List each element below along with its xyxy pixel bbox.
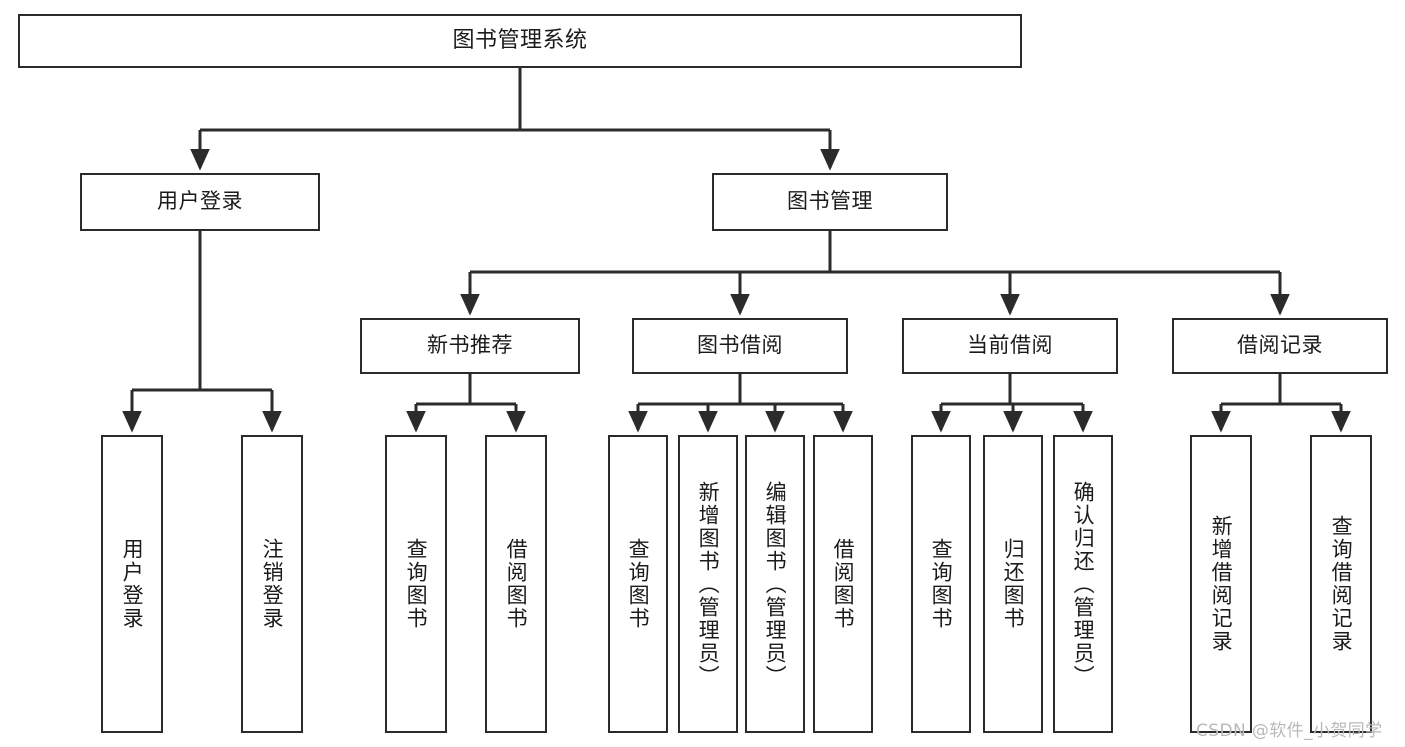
node-leaf-user-login-label: 用户登录 [120, 538, 145, 630]
node-leaf-query-book-1-label: 查询图书 [404, 538, 429, 630]
node-leaf-return-book[interactable]: 归还图书 [983, 435, 1043, 733]
node-leaf-borrow-book-2[interactable]: 借阅图书 [813, 435, 873, 733]
node-leaf-query-book-2-label: 查询图书 [626, 538, 651, 630]
node-leaf-return-book-label: 归还图书 [1001, 538, 1026, 630]
node-leaf-add-record-label: 新增借阅记录 [1209, 515, 1234, 653]
node-leaf-add-record[interactable]: 新增借阅记录 [1190, 435, 1252, 733]
node-leaf-user-login[interactable]: 用户登录 [101, 435, 163, 733]
node-leaf-borrow-book-2-label: 借阅图书 [831, 538, 856, 630]
node-book-manage-label: 图书管理 [787, 189, 873, 214]
node-root-label: 图书管理系统 [452, 27, 588, 53]
node-current-borrow-label: 当前借阅 [967, 333, 1053, 358]
node-leaf-confirm-return-label: 确认归还（管理员） [1071, 480, 1096, 688]
node-borrow-record[interactable]: 借阅记录 [1172, 318, 1388, 374]
node-leaf-edit-book[interactable]: 编辑图书（管理员） [745, 435, 805, 733]
node-leaf-borrow-book-1[interactable]: 借阅图书 [485, 435, 547, 733]
node-leaf-logout[interactable]: 注销登录 [241, 435, 303, 733]
node-new-book-recommend[interactable]: 新书推荐 [360, 318, 580, 374]
node-book-borrow-label: 图书借阅 [697, 333, 783, 358]
node-leaf-edit-book-label: 编辑图书（管理员） [763, 480, 788, 688]
watermark-text: CSDN @软件_小贺同学 [1196, 721, 1383, 741]
node-book-manage[interactable]: 图书管理 [712, 173, 948, 231]
node-leaf-logout-label: 注销登录 [260, 538, 285, 630]
node-leaf-confirm-return[interactable]: 确认归还（管理员） [1053, 435, 1113, 733]
node-user-login[interactable]: 用户登录 [80, 173, 320, 231]
node-leaf-add-book[interactable]: 新增图书（管理员） [678, 435, 738, 733]
node-leaf-query-book-3-label: 查询图书 [929, 538, 954, 630]
node-leaf-query-record-label: 查询借阅记录 [1329, 515, 1354, 653]
node-leaf-query-record[interactable]: 查询借阅记录 [1310, 435, 1372, 733]
node-leaf-query-book-3[interactable]: 查询图书 [911, 435, 971, 733]
node-leaf-add-book-label: 新增图书（管理员） [696, 480, 721, 688]
node-leaf-borrow-book-1-label: 借阅图书 [504, 538, 529, 630]
node-leaf-query-book-1[interactable]: 查询图书 [385, 435, 447, 733]
node-book-borrow[interactable]: 图书借阅 [632, 318, 848, 374]
node-user-login-label: 用户登录 [157, 189, 243, 214]
node-current-borrow[interactable]: 当前借阅 [902, 318, 1118, 374]
node-leaf-query-book-2[interactable]: 查询图书 [608, 435, 668, 733]
node-root[interactable]: 图书管理系统 [18, 14, 1022, 68]
node-new-book-recommend-label: 新书推荐 [427, 333, 513, 358]
node-borrow-record-label: 借阅记录 [1237, 333, 1323, 358]
